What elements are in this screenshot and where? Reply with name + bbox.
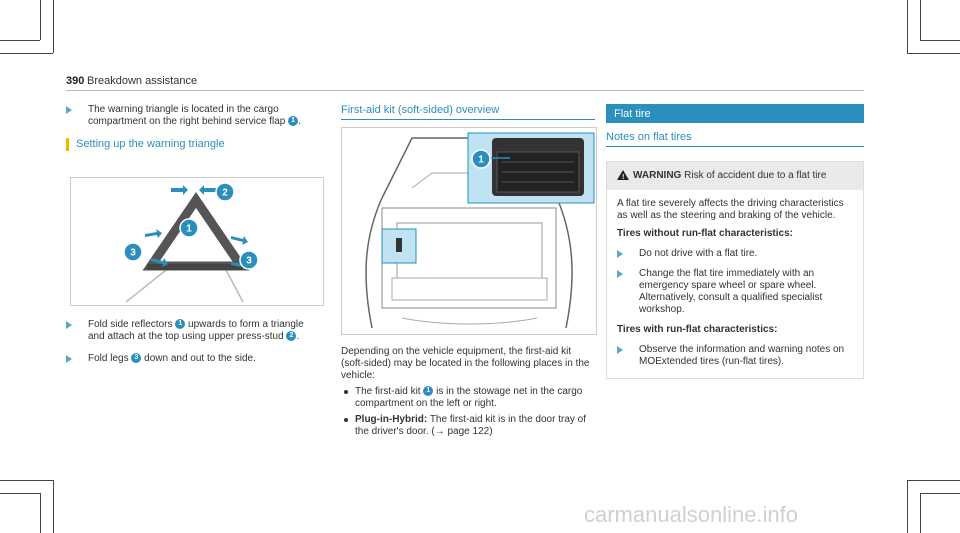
figure-badge: 2 xyxy=(222,188,228,199)
crop-mark xyxy=(53,480,54,533)
step-arrow-icon xyxy=(66,321,72,329)
section-heading: Setting up the warning triangle xyxy=(66,138,322,151)
chapter-band: Flat tire xyxy=(606,104,864,123)
left-steps: Fold side reflectors 1 upwards to form a… xyxy=(66,319,322,375)
middle-column-body: Depending on the vehicle equipment, the … xyxy=(341,346,595,442)
step-text: Do not drive with a flat tire. xyxy=(639,248,758,259)
subsection-heading: First-aid kit (soft-sided) overview xyxy=(341,104,500,116)
warning-label: WARNING xyxy=(633,170,682,181)
figure-badge: 3 xyxy=(246,256,252,267)
section-heading-text: Setting up the warning triangle xyxy=(76,138,225,150)
instruction-step: Observe the information and warning note… xyxy=(617,344,853,368)
step-text: Fold legs xyxy=(88,353,129,364)
right-column: Flat tire Notes on flat tires ! WARNING … xyxy=(606,104,864,379)
warning-subheading: Tires with run-flat characteristics: xyxy=(617,324,778,335)
first-aid-kit-figure: 1 xyxy=(341,127,597,335)
instruction-step: Fold legs 3 down and out to the side. xyxy=(66,353,322,365)
header-rule xyxy=(66,90,864,91)
callout-badge: 1 xyxy=(288,116,299,127)
crop-mark xyxy=(920,493,960,494)
callout-badge: 1 xyxy=(175,319,186,330)
warning-head-text: Risk of accident due to a flat tire xyxy=(684,170,827,181)
warning-header: ! WARNING Risk of accident due to a flat… xyxy=(607,162,863,190)
warning-subheading: Tires without run-flat characteristics: xyxy=(617,228,793,239)
section-marker xyxy=(66,138,69,151)
watermark: carmanualsonline.info xyxy=(584,502,799,527)
instruction-step: The warning triangle is located in the c… xyxy=(66,104,322,128)
crop-mark xyxy=(0,493,40,494)
instruction-step: Fold side reflectors 1 upwards to form a… xyxy=(66,319,322,343)
warning-triangle-illustration: 2 1 3 3 xyxy=(123,182,259,303)
crop-mark xyxy=(53,0,54,53)
middle-column-heading: First-aid kit (soft-sided) overview xyxy=(341,104,595,120)
step-text: upwards to form a triangle and attach at… xyxy=(88,319,304,342)
step-arrow-icon xyxy=(66,106,72,114)
crop-mark xyxy=(907,53,960,54)
callout-badge: 3 xyxy=(131,353,142,364)
heading-rule xyxy=(341,119,595,120)
crop-mark xyxy=(0,480,53,481)
list-item: The first-aid kit 1 is in the stowage ne… xyxy=(341,386,595,410)
list-item-text: The first-aid kit xyxy=(355,386,421,397)
callout-badge: 1 xyxy=(423,386,434,397)
instruction-step: Do not drive with a flat tire. xyxy=(617,248,853,260)
crop-mark xyxy=(0,40,40,41)
figure-badge: 1 xyxy=(478,155,484,166)
warning-triangle-figure: 2 1 3 3 xyxy=(70,177,324,306)
step-arrow-icon xyxy=(66,355,72,363)
list-item: Plug-in-Hybrid: The first-aid kit is in … xyxy=(341,414,595,438)
section-title: Breakdown assistance xyxy=(87,75,198,87)
warning-paragraph: A flat tire severely affects the driving… xyxy=(617,198,844,221)
warning-box: ! WARNING Risk of accident due to a flat… xyxy=(606,161,864,379)
crop-mark xyxy=(920,493,921,533)
list-item-text: is in the stowage net in the cargo compa… xyxy=(355,386,583,409)
step-text: Fold side reflectors xyxy=(88,319,173,330)
heading-rule xyxy=(606,146,864,147)
figure-badge: 3 xyxy=(130,248,136,259)
step-text: . xyxy=(296,331,300,342)
warning-body: A flat tire severely affects the driving… xyxy=(607,190,863,378)
crop-mark xyxy=(40,493,41,533)
step-text: . xyxy=(298,116,301,127)
page-number: 390 xyxy=(66,75,85,87)
instruction-step: Change the flat tire immediately with an… xyxy=(617,268,853,316)
crop-mark xyxy=(907,480,908,533)
list-item-label: Plug-in-Hybrid: xyxy=(355,414,428,425)
figure-badge: 1 xyxy=(186,224,192,235)
crop-mark xyxy=(40,0,41,40)
subsection-heading: Notes on flat tires xyxy=(606,131,692,143)
left-column: The warning triangle is located in the c… xyxy=(66,104,322,158)
crop-mark xyxy=(907,480,960,481)
crop-mark xyxy=(0,53,53,54)
list-item-text[interactable]: The first-aid kit is in the door tray of… xyxy=(355,414,586,437)
callout-badge: 2 xyxy=(286,331,297,342)
step-text: The warning triangle is located in the c… xyxy=(88,104,286,127)
step-text: Change the flat tire immediately with an… xyxy=(639,268,823,315)
step-arrow-icon xyxy=(617,346,623,354)
crop-mark xyxy=(907,0,908,53)
crop-mark xyxy=(920,40,960,41)
step-arrow-icon xyxy=(617,250,623,258)
cargo-compartment-illustration: 1 xyxy=(365,132,595,329)
warning-triangle-icon: ! xyxy=(617,170,629,181)
step-text: Observe the information and warning note… xyxy=(639,344,845,367)
paragraph: Depending on the vehicle equipment, the … xyxy=(341,346,590,381)
crop-mark xyxy=(920,0,921,40)
step-text: down and out to the side. xyxy=(144,353,256,364)
step-arrow-icon xyxy=(617,270,623,278)
